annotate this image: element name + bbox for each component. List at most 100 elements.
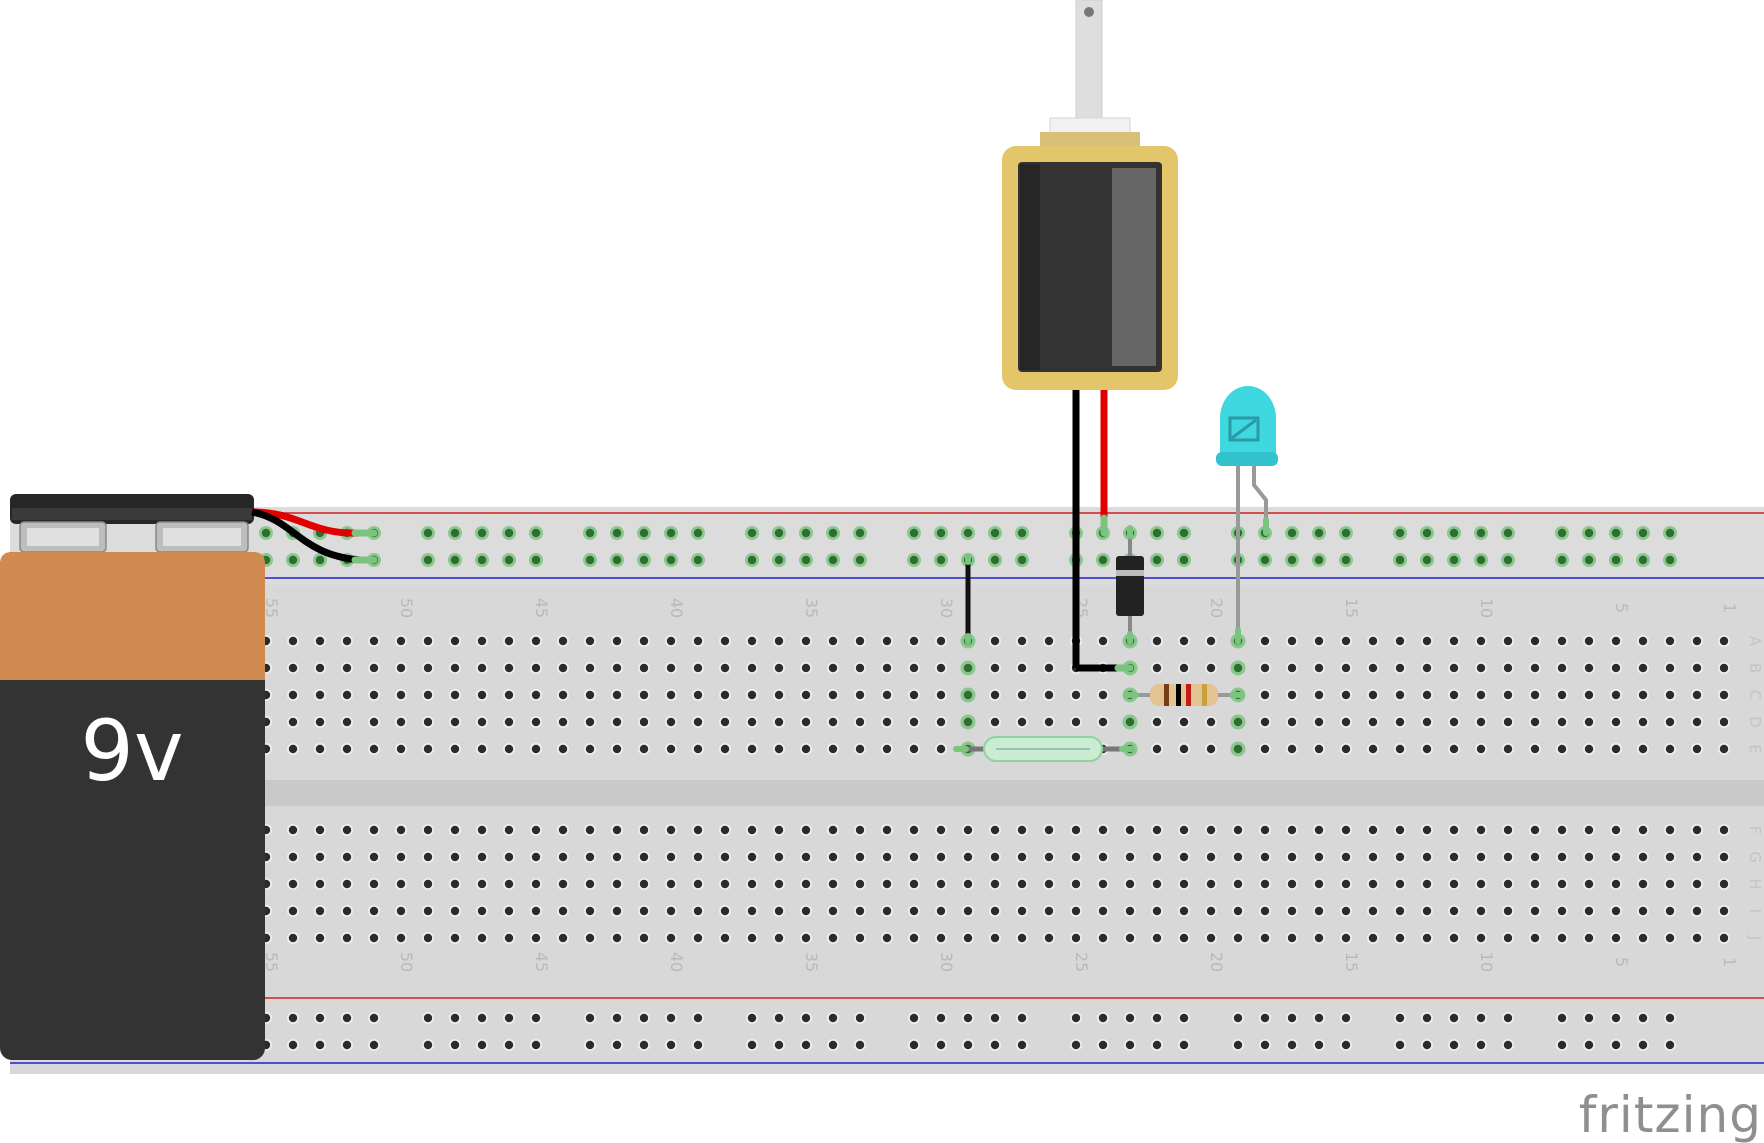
breadboard-hole	[855, 852, 865, 862]
row-letter: E	[1746, 744, 1764, 753]
rail-hole	[855, 528, 865, 538]
breadboard-hole	[747, 933, 757, 943]
breadboard-hole	[288, 879, 298, 889]
breadboard-hole	[612, 906, 622, 916]
breadboard-hole	[450, 636, 460, 646]
breadboard-hole	[1530, 933, 1540, 943]
rail-hole	[477, 528, 487, 538]
breadboard-hole	[1530, 879, 1540, 889]
breadboard-hole	[747, 717, 757, 727]
breadboard-hole	[396, 879, 406, 889]
rail-hole	[1449, 555, 1459, 565]
breadboard-hole	[1071, 906, 1081, 916]
breadboard-hole	[477, 690, 487, 700]
breadboard-hole	[774, 906, 784, 916]
breadboard-hole	[693, 636, 703, 646]
rail-hole	[1341, 1013, 1351, 1023]
breadboard-hole	[936, 717, 946, 727]
breadboard-hole	[1098, 717, 1108, 727]
breadboard-hole	[315, 906, 325, 916]
breadboard-hole	[747, 690, 757, 700]
breadboard-hole	[1692, 852, 1702, 862]
breadboard-hole	[1476, 825, 1486, 835]
breadboard-hole	[342, 906, 352, 916]
breadboard-hole	[963, 825, 973, 835]
breadboard-hole	[882, 744, 892, 754]
rail-hole	[909, 555, 919, 565]
breadboard-hole	[882, 933, 892, 943]
breadboard-hole	[774, 879, 784, 889]
breadboard-hole	[1449, 690, 1459, 700]
breadboard-hole	[1233, 906, 1243, 916]
rail-hole	[1179, 1013, 1189, 1023]
breadboard-hole	[1692, 663, 1702, 673]
breadboard-hole	[477, 744, 487, 754]
rail-hole	[1557, 1013, 1567, 1023]
breadboard-hole	[1557, 636, 1567, 646]
breadboard-hole	[288, 906, 298, 916]
rail-hole	[342, 1013, 352, 1023]
breadboard-hole	[477, 906, 487, 916]
breadboard-hole	[1611, 717, 1621, 727]
resistor	[1123, 684, 1245, 706]
breadboard-hole	[909, 663, 919, 673]
column-number: 15	[1342, 598, 1361, 618]
rail-hole	[612, 1040, 622, 1050]
breadboard-hole	[450, 744, 460, 754]
breadboard-hole	[990, 636, 1000, 646]
rail-hole	[855, 1013, 865, 1023]
rail-hole	[1449, 1013, 1459, 1023]
rail-hole	[747, 555, 757, 565]
column-number: 45	[532, 598, 551, 618]
breadboard-hole	[342, 717, 352, 727]
rail-hole	[1476, 555, 1486, 565]
breadboard-hole	[666, 690, 676, 700]
breadboard-hole	[1017, 933, 1027, 943]
breadboard-hole	[666, 933, 676, 943]
row-letter: F	[1746, 826, 1764, 835]
breadboard-hole	[423, 933, 433, 943]
led-die	[1228, 416, 1260, 442]
rail-hole	[828, 1013, 838, 1023]
breadboard-hole	[1638, 906, 1648, 916]
breadboard-hole	[1017, 690, 1027, 700]
breadboard-hole	[882, 690, 892, 700]
breadboard-hole	[315, 744, 325, 754]
breadboard-hole	[909, 825, 919, 835]
breadboard-hole	[1530, 825, 1540, 835]
breadboard-hole	[504, 852, 514, 862]
rail-hole	[477, 555, 487, 565]
breadboard-hole	[1638, 690, 1648, 700]
breadboard-hole	[315, 933, 325, 943]
rail-hole	[1098, 555, 1108, 565]
resistor-band-1	[1164, 684, 1169, 706]
breadboard-hole	[855, 636, 865, 646]
breadboard-hole	[1152, 906, 1162, 916]
row-letter: D	[1746, 716, 1764, 728]
breadboard-hole	[423, 906, 433, 916]
breadboard-hole	[612, 933, 622, 943]
rail-hole	[1179, 555, 1189, 565]
breadboard-hole	[1503, 663, 1513, 673]
rail-hole	[450, 528, 460, 538]
rail-hole	[1638, 528, 1648, 538]
breadboard-hole	[909, 933, 919, 943]
rail-hole	[1665, 1040, 1675, 1050]
breadboard-hole	[855, 879, 865, 889]
breadboard-hole	[450, 825, 460, 835]
resistor-band-4	[1202, 684, 1207, 706]
row-letter: I	[1746, 909, 1764, 913]
breadboard-hole	[936, 906, 946, 916]
rail-hole	[315, 1013, 325, 1023]
breadboard-hole	[612, 663, 622, 673]
breadboard-hole	[666, 663, 676, 673]
breadboard-hole	[720, 825, 730, 835]
breadboard-hole	[1287, 744, 1297, 754]
breadboard-hole	[288, 717, 298, 727]
breadboard-hole	[1503, 852, 1513, 862]
breadboard-hole	[720, 933, 730, 943]
breadboard-hole	[963, 879, 973, 889]
column-number: 1	[1720, 957, 1739, 967]
rail-hole	[1611, 1013, 1621, 1023]
breadboard-hole	[693, 852, 703, 862]
